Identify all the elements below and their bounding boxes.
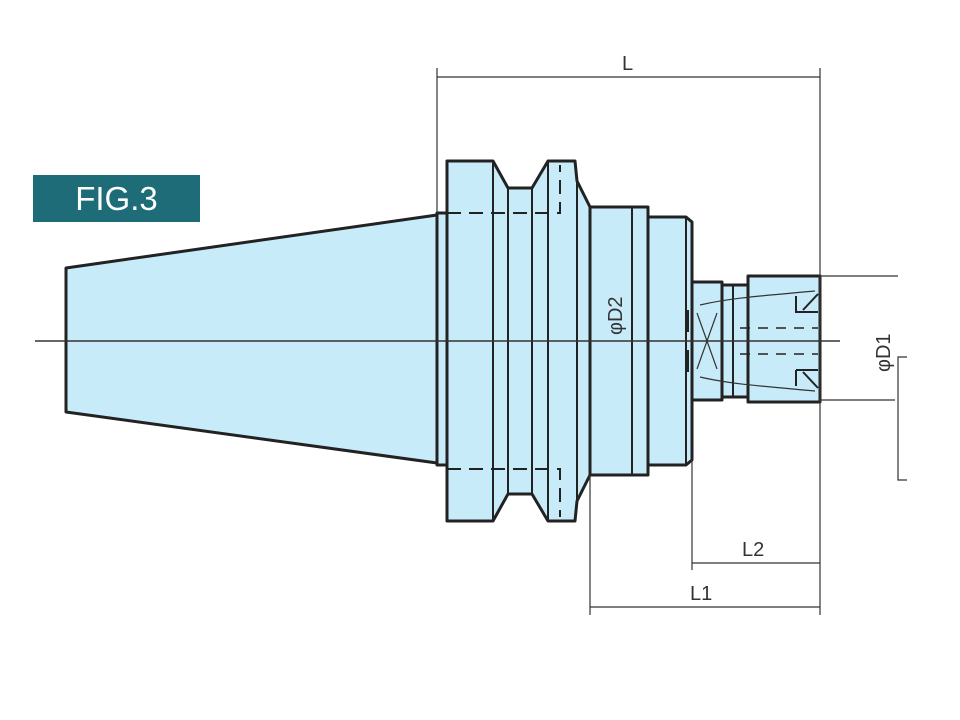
collet-nut <box>746 274 822 404</box>
dimension-L2: L2 <box>742 539 764 561</box>
dimension-D1: φD1 <box>873 333 895 372</box>
figure-label: FIG.3 <box>33 175 200 222</box>
dimension-D2: φD2 <box>605 296 627 335</box>
dimension-L: L <box>622 53 633 75</box>
taper-shank <box>64 213 439 465</box>
dimension-L1: L1 <box>690 583 712 605</box>
